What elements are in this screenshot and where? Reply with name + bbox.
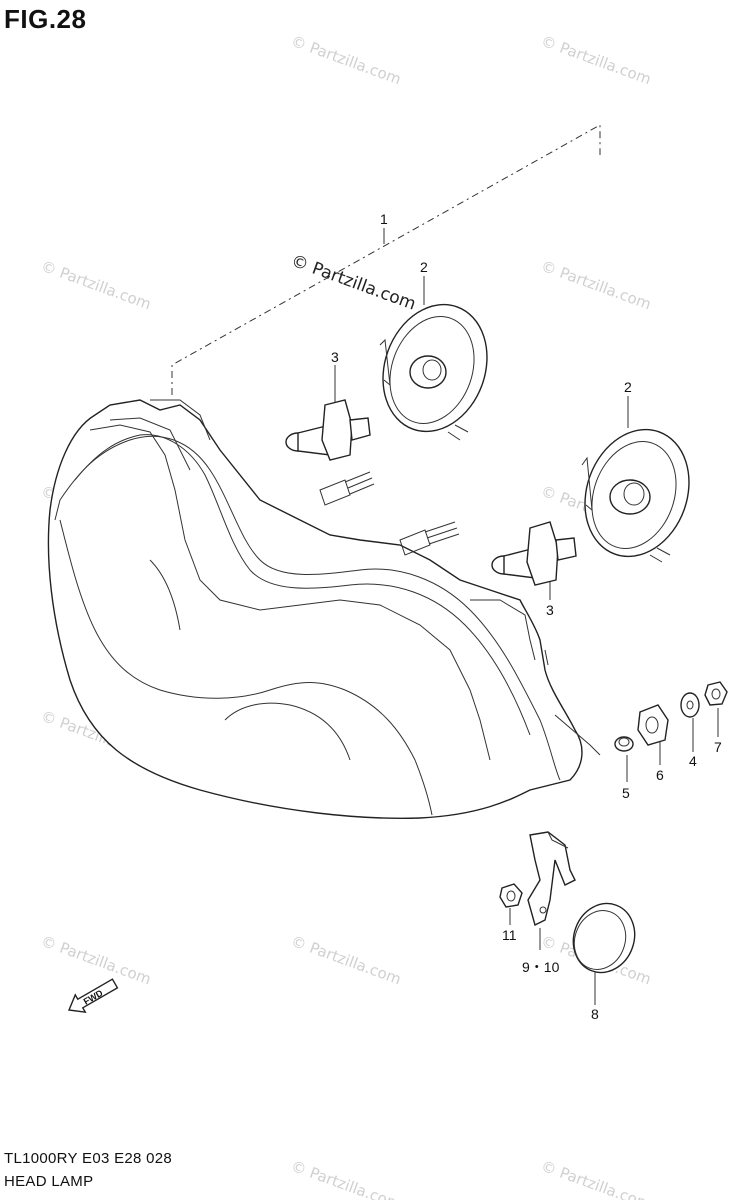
bulb-cover-upper xyxy=(379,276,488,441)
watermark: © Partzilla.com xyxy=(539,1157,654,1200)
callout-4: 4 xyxy=(689,753,697,769)
callout-9-10: 9・10 xyxy=(522,959,560,975)
figure-name: HEAD LAMP xyxy=(4,1173,94,1190)
watermark: © Partzilla.com xyxy=(289,32,404,89)
main-watermark: © Partzilla.com xyxy=(288,251,418,315)
nut-part-11 xyxy=(499,883,523,925)
callout-6: 6 xyxy=(656,767,664,783)
callout-7: 7 xyxy=(714,739,722,755)
callout-11: 11 xyxy=(502,927,517,943)
callout-2-lower: 2 xyxy=(624,379,632,395)
watermark: © Partzilla.com xyxy=(289,932,404,989)
model-code: TL1000RY E03 E28 028 xyxy=(4,1150,173,1167)
bulb-upper xyxy=(285,365,371,461)
callout-3-upper: 3 xyxy=(331,349,339,365)
figure-title: FIG.28 xyxy=(4,4,87,34)
watermark: © Partzilla.com xyxy=(39,257,154,314)
cap-part-8 xyxy=(572,902,636,1005)
assembly-bracket-line xyxy=(171,124,601,395)
cushion-part-6 xyxy=(637,704,669,765)
callout-1: 1 xyxy=(380,211,388,227)
washer-part-4 xyxy=(680,692,700,752)
callout-8: 8 xyxy=(591,1006,599,1022)
callout-2-upper: 2 xyxy=(420,259,428,275)
forward-arrow: FWD xyxy=(68,978,119,1014)
watermark: © Partzilla.com xyxy=(39,932,154,989)
bulb-cover-lower xyxy=(581,396,690,563)
grommet-part-5 xyxy=(614,736,634,782)
bulb-lower xyxy=(491,521,577,600)
nut-part-7 xyxy=(704,681,728,737)
watermark: © Partzilla.com xyxy=(539,257,654,314)
callout-3-lower: 3 xyxy=(546,602,554,618)
bracket-part-9-10 xyxy=(527,831,576,950)
callout-5: 5 xyxy=(622,785,630,801)
watermark: © Partzilla.com xyxy=(539,32,654,89)
headlamp-housing xyxy=(47,399,601,819)
watermark: © Partzilla.com xyxy=(289,1157,404,1200)
